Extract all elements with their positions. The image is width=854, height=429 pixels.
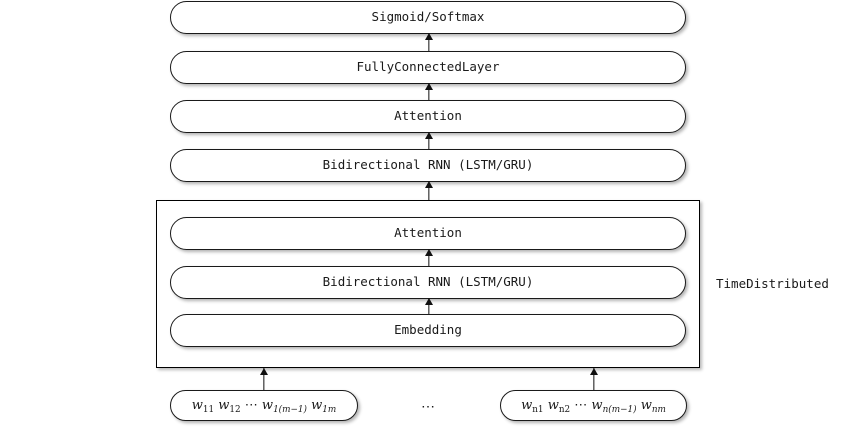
arrow-word-sequence-n-to-group [589,368,599,390]
token-ellipsis-n: ⋯ [574,398,588,413]
arrow-group-to-rnn-outer [424,181,434,200]
input-label-word-sequence-1: w11 w12 ⋯ w1(m−1) w1m [191,398,337,415]
layer-label-attention-inner: Attention [394,225,462,241]
layer-label-fully-connected-layer: FullyConnectedLayer [356,59,500,75]
arrow-rnn-to-attention-outer [424,132,434,149]
input-label-word-sequence-n: wn1 wn2 ⋯ wn(m−1) wnm [521,398,666,415]
token-w11: w11 [191,398,215,415]
layer-label-bidirectional-rnn-outer: Bidirectional RNN (LSTM/GRU) [322,157,534,173]
token-w12: w12 [218,398,241,415]
layer-box-attention-outer[interactable]: Attention [170,100,686,133]
token-wn1: wn1 [521,398,544,415]
layer-box-embedding[interactable]: Embedding [170,314,686,347]
token-wn2: wn2 [547,398,571,415]
arrow-attention-to-fc [424,83,434,100]
arrow-fc-to-sigmoid [424,33,434,51]
layer-box-fully-connected-layer[interactable]: FullyConnectedLayer [170,51,686,84]
arrow-embedding-to-rnn-inner [424,298,434,314]
layer-label-embedding: Embedding [394,322,462,338]
layer-label-attention-outer: Attention [394,108,462,124]
layer-box-attention-inner[interactable]: Attention [170,217,686,250]
layer-label-sigmoid-softmax: Sigmoid/Softmax [371,9,485,25]
input-box-word-sequence-n[interactable]: wn1 wn2 ⋯ wn(m−1) wnm [500,390,687,421]
layer-box-bidirectional-rnn-inner[interactable]: Bidirectional RNN (LSTM/GRU) [170,266,686,299]
token-wnm-minus-1: wn(m−1) [591,398,637,415]
timedistributed-group-box [156,200,700,368]
token-wnm: wnm [640,398,666,415]
token-ellipsis-1: ⋯ [244,398,258,413]
timedistributed-label: TimeDistributed [716,276,829,291]
layer-label-bidirectional-rnn-inner: Bidirectional RNN (LSTM/GRU) [322,274,534,290]
sequence-ellipsis: ⋯ [421,399,435,415]
arrow-rnn-to-attention-inner [424,249,434,266]
layer-box-bidirectional-rnn-outer[interactable]: Bidirectional RNN (LSTM/GRU) [170,149,686,182]
arrow-word-sequence-1-to-group [259,368,269,390]
token-w1m-minus-1: w1(m−1) [261,398,307,415]
input-box-word-sequence-1[interactable]: w11 w12 ⋯ w1(m−1) w1m [170,390,358,421]
layer-box-sigmoid-softmax[interactable]: Sigmoid/Softmax [170,1,686,34]
token-w1m: w1m [311,398,337,415]
